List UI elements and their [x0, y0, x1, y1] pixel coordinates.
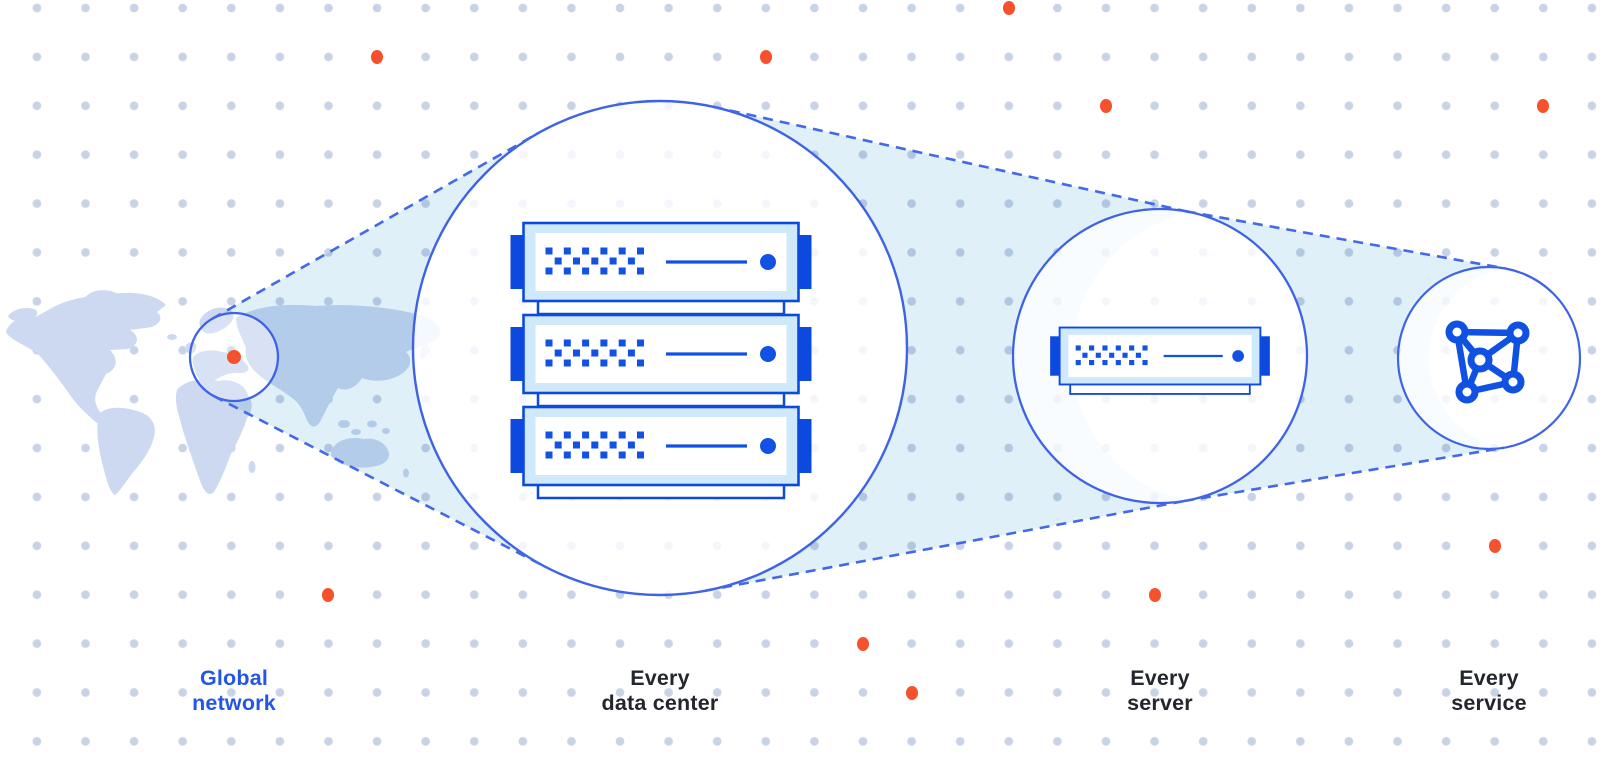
continent-africa: [175, 379, 252, 495]
network-mesh-icon: [1445, 320, 1530, 404]
label-line: data center: [601, 690, 719, 715]
label-line: Every: [1459, 666, 1519, 690]
cone-map-to-datacenter: [212, 133, 547, 568]
continent-north-america: [6, 292, 166, 423]
continent-alaska: [8, 308, 38, 322]
server-rack-unit-3: [508, 405, 814, 500]
label-global-network: Global network: [74, 666, 394, 715]
server-rack-unit-2: [508, 313, 814, 408]
continent-south-america: [97, 407, 155, 495]
map-marker-orange-dot: [227, 350, 241, 364]
label-line: service: [1451, 690, 1527, 715]
orange-accent-dots: [322, 1, 1549, 700]
dashed-connector-lines: [211, 105, 1506, 592]
label-line: Every: [630, 666, 690, 690]
island-madagascar: [248, 461, 256, 473]
label-line: server: [1127, 690, 1193, 715]
label-line: Global: [199, 666, 269, 690]
single-server-unit: [1048, 326, 1272, 396]
dashed-line-lower-3: [1183, 446, 1505, 503]
island-iceland: [167, 334, 177, 340]
dashed-line-upper-1: [211, 132, 539, 320]
label-every-server: Every server: [1000, 666, 1320, 715]
label-line: Every: [1130, 666, 1190, 690]
island-greenland: [84, 290, 120, 316]
dashed-line-upper-3: [1185, 210, 1506, 270]
label-line: network: [192, 690, 276, 715]
cone-server-to-service: [1184, 211, 1505, 502]
label-every-service: Every service: [1329, 666, 1620, 715]
dashed-line-lower-1: [213, 394, 548, 569]
dashed-line-upper-2: [713, 105, 1192, 214]
server-rack-unit-1: [508, 221, 814, 316]
label-every-data-center: Every data center: [500, 666, 820, 715]
dashed-line-lower-2: [705, 499, 1188, 592]
